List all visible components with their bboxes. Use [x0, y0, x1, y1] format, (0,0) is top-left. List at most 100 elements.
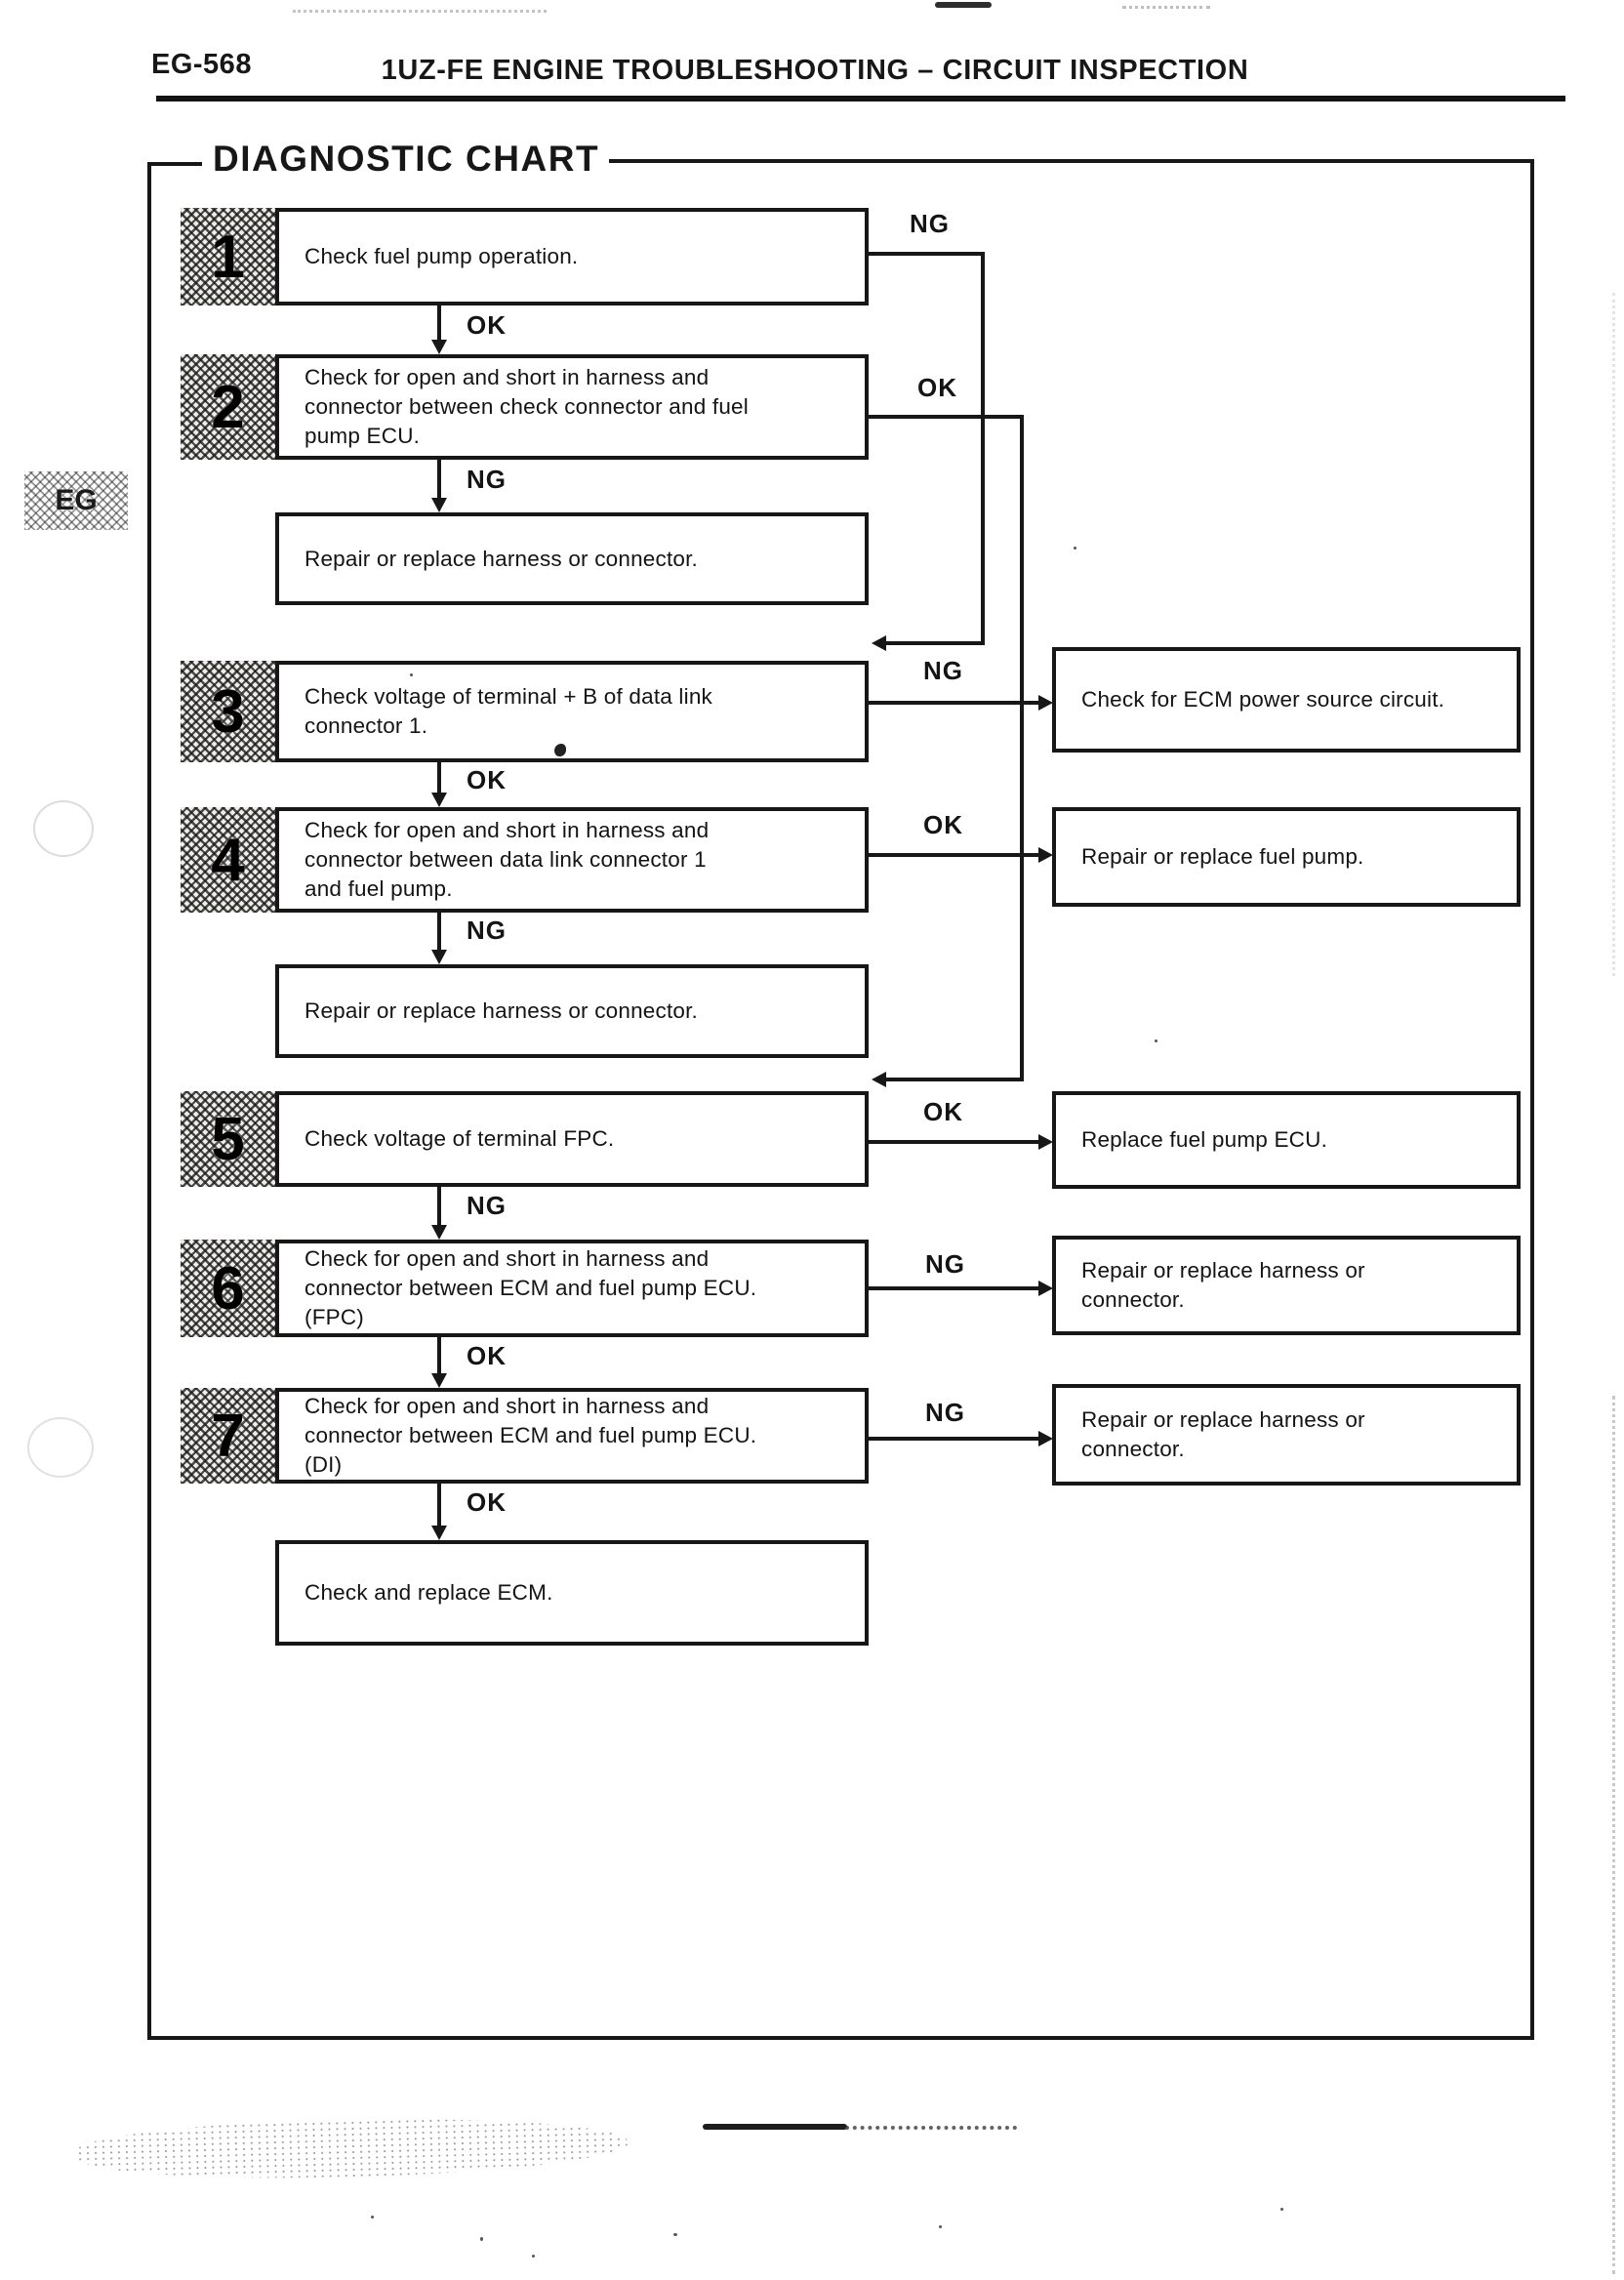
step-7-text: Check for open and short in harness and …	[304, 1394, 757, 1477]
step-2-number: 2	[211, 373, 245, 441]
result-repair-harness-2-box: Repair or replace harness or connector.	[275, 964, 869, 1058]
result-replace-ecu-text: Replace fuel pump ECU.	[1081, 1127, 1328, 1153]
result-ecm-power-box: Check for ECM power source circuit.	[1052, 647, 1521, 753]
scan-smudge-line	[703, 2124, 847, 2130]
scan-speck	[939, 2225, 942, 2228]
chart-border-top	[607, 159, 1530, 163]
chart-border-right	[1530, 159, 1534, 2040]
connector-line	[869, 415, 1024, 419]
scan-speck	[410, 673, 413, 676]
edge-step5-ok-label: OK	[923, 1097, 963, 1126]
scan-speck	[1074, 547, 1076, 550]
connector-line	[437, 460, 441, 500]
step-2-text: Check for open and short in harness and …	[304, 365, 749, 448]
side-tab-label: EG	[55, 484, 98, 516]
scan-speck	[532, 2255, 535, 2258]
step-1-text: Check fuel pump operation.	[304, 244, 579, 269]
step-4-box: Check for open and short in harness and …	[275, 807, 869, 913]
edge-step1-ng-label: NG	[910, 209, 950, 238]
arrowhead-down	[431, 340, 447, 354]
edge-step4-ok-label: OK	[923, 810, 963, 839]
scan-noise	[1612, 1396, 1615, 2274]
result-repair-fuel-pump-text: Repair or replace fuel pump.	[1081, 844, 1364, 870]
arrowhead-down	[431, 950, 447, 964]
step-6-number: 6	[211, 1254, 245, 1323]
scan-speck	[480, 2237, 483, 2241]
edge-step2-ng-label: NG	[467, 465, 507, 494]
arrowhead-down	[431, 1526, 447, 1540]
connector-line	[437, 305, 441, 341]
result-replace-ecu-box: Replace fuel pump ECU.	[1052, 1091, 1521, 1189]
scan-speck	[1280, 2208, 1283, 2211]
chart-border-bottom	[147, 2036, 1534, 2040]
step-3-number: 3	[211, 677, 245, 746]
arrowhead-left	[872, 1072, 886, 1087]
punch-mark	[27, 1417, 94, 1478]
connector-line	[886, 1078, 1024, 1081]
step-3-box: Check voltage of terminal + B of data li…	[275, 661, 869, 762]
scan-noise	[1122, 6, 1210, 9]
step-7-number: 7	[211, 1402, 245, 1470]
connector-line	[869, 252, 985, 256]
edge-step3-ng-label: NG	[923, 656, 963, 685]
edge-step7-ng-label: NG	[925, 1398, 965, 1427]
step-5-badge: 5	[181, 1091, 275, 1187]
edge-step2-ok-label: OK	[917, 373, 957, 402]
connector-line	[1020, 415, 1024, 1081]
scan-smudge	[75, 2112, 629, 2184]
connector-line	[869, 1437, 1041, 1441]
step-5-number: 5	[211, 1105, 245, 1173]
result-ecm-power-text: Check for ECM power source circuit.	[1081, 687, 1445, 712]
side-tab-eg: EG	[24, 471, 128, 530]
result-check-replace-ecm-text: Check and replace ECM.	[304, 1580, 553, 1606]
chart-title: DIAGNOSTIC CHART	[203, 139, 610, 180]
result-repair-fuel-pump-box: Repair or replace fuel pump.	[1052, 807, 1521, 907]
chart-border-top-dash	[147, 162, 202, 166]
edge-step4-ng-label: NG	[467, 916, 507, 945]
step-2-box: Check for open and short in harness and …	[275, 354, 869, 460]
step-3-badge: 3	[181, 661, 275, 762]
scan-smudge-dots	[845, 2126, 1017, 2130]
step-5-box: Check voltage of terminal FPC.	[275, 1091, 869, 1187]
edge-step1-ok-label: OK	[467, 310, 507, 340]
scan-speck	[673, 2233, 677, 2236]
result-repair-harness-3-text: Repair or replace harness or connector.	[1081, 1258, 1365, 1312]
arrowhead-right	[1038, 695, 1053, 711]
connector-line	[437, 1187, 441, 1227]
ink-speck	[554, 744, 566, 756]
header-rule	[156, 96, 1565, 102]
step-4-number: 4	[211, 826, 245, 894]
step-5-text: Check voltage of terminal FPC.	[304, 1126, 615, 1152]
connector-line	[981, 252, 985, 645]
result-repair-harness-4-box: Repair or replace harness or connector.	[1052, 1384, 1521, 1486]
arrowhead-right	[1038, 1281, 1053, 1296]
arrowhead-down	[431, 498, 447, 512]
arrowhead-right	[1038, 847, 1053, 863]
result-repair-harness-4-text: Repair or replace harness or connector.	[1081, 1407, 1365, 1461]
step-4-badge: 4	[181, 807, 275, 913]
edge-step6-ng-label: NG	[925, 1249, 965, 1279]
result-repair-harness-1-box: Repair or replace harness or connector.	[275, 512, 869, 605]
scan-noise	[1612, 293, 1615, 976]
step-1-badge: 1	[181, 208, 275, 305]
arrowhead-right	[1038, 1134, 1053, 1150]
step-6-badge: 6	[181, 1240, 275, 1337]
step-3-text: Check voltage of terminal + B of data li…	[304, 684, 712, 738]
scan-speck	[371, 2216, 374, 2219]
step-7-box: Check for open and short in harness and …	[275, 1388, 869, 1484]
connector-line	[437, 913, 441, 952]
scan-noise	[935, 2, 992, 8]
step-7-badge: 7	[181, 1388, 275, 1484]
result-repair-harness-2-text: Repair or replace harness or connector.	[304, 998, 699, 1024]
arrowhead-down	[431, 1373, 447, 1388]
step-1-box: Check fuel pump operation.	[275, 208, 869, 305]
connector-line	[886, 641, 985, 645]
step-6-text: Check for open and short in harness and …	[304, 1246, 757, 1329]
arrowhead-right	[1038, 1431, 1053, 1446]
step-6-box: Check for open and short in harness and …	[275, 1240, 869, 1337]
page-number: EG-568	[151, 49, 252, 80]
scan-speck	[1155, 1039, 1157, 1042]
edge-step3-ok-label: OK	[467, 765, 507, 794]
arrowhead-left	[872, 635, 886, 651]
connector-line	[869, 701, 1041, 705]
